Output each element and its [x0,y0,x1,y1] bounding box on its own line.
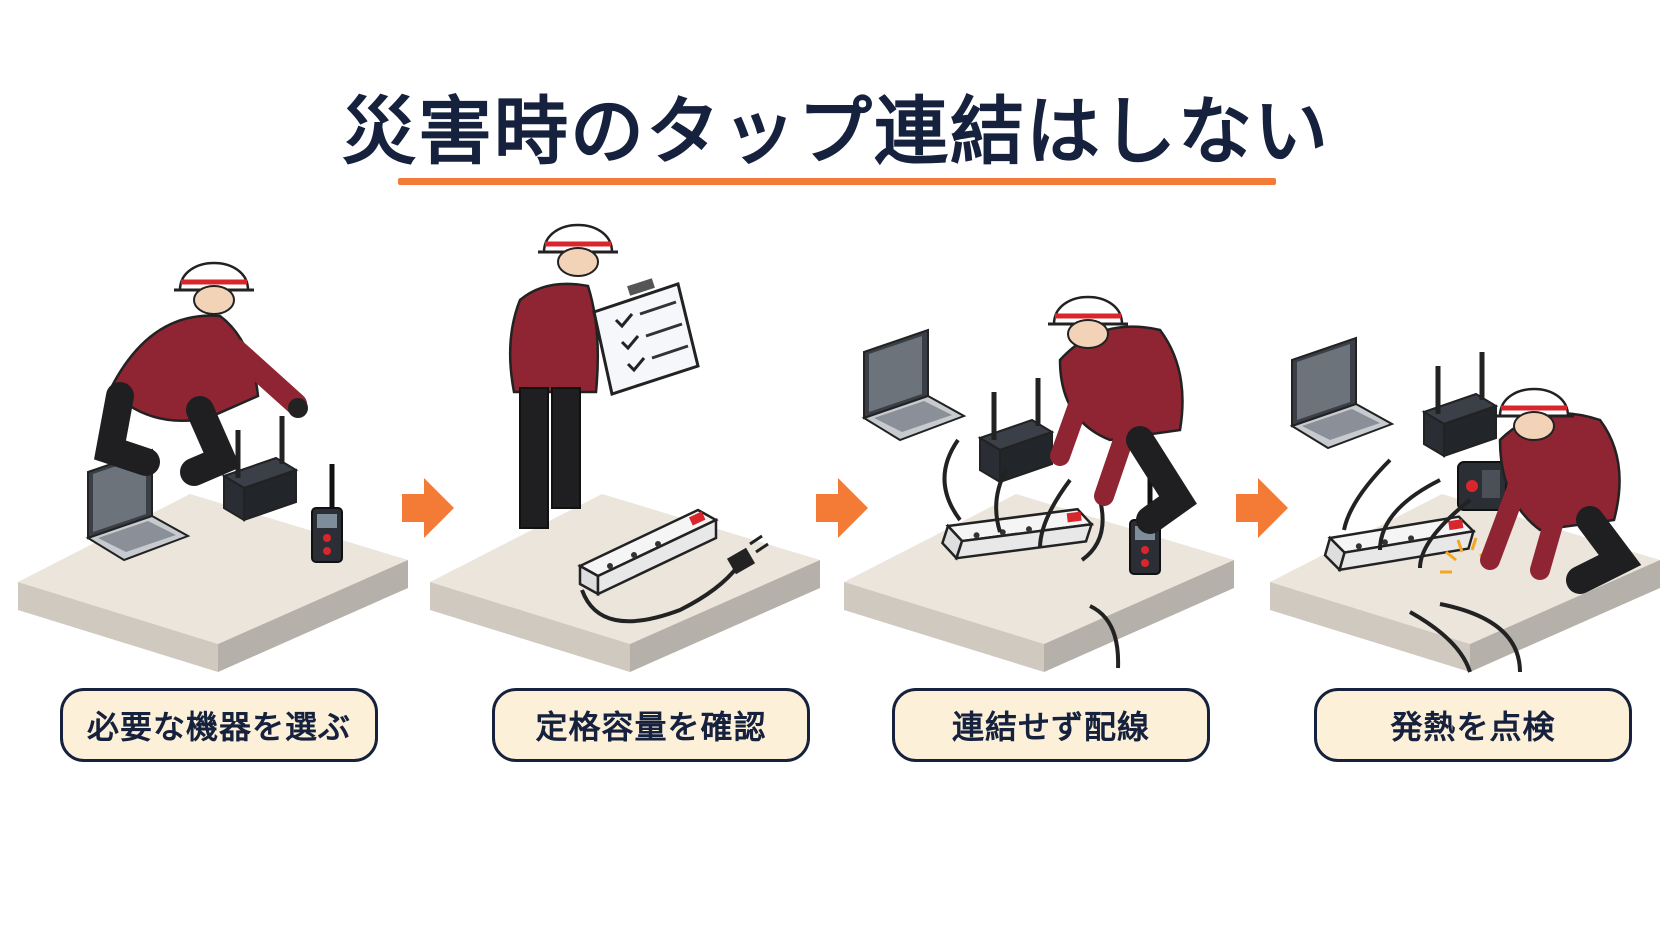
worker-standing-icon [508,225,618,529]
plug-icon [726,534,769,575]
arrow-right-icon [1236,478,1288,538]
step-2-label: 定格容量を確認 [492,688,810,762]
step-3-scene [844,297,1234,672]
heat-spark-icon [1440,537,1491,574]
step-4-scene [1270,337,1660,673]
arrow-right-icon [816,478,868,538]
laptop-icon [1291,337,1393,449]
step-3-label: 連結せず配線 [892,688,1210,762]
clipboard-checklist-icon [592,278,700,396]
router-icon [980,378,1052,482]
worker-kneeling-icon [1480,389,1642,594]
worker-kneeling-icon [1048,297,1197,534]
title-underline [398,178,1276,185]
laptop-icon [863,329,965,441]
step-2-scene [430,225,820,672]
step-1-label: 必要な機器を選ぶ [60,688,378,762]
page-title: 災害時のタップ連結はしない [342,89,1330,175]
step-4-label: 発熱を点検 [1314,688,1632,762]
worker-kneeling-icon [94,263,308,486]
arrow-right-icon [402,478,454,538]
radio-icon [1457,461,1507,511]
router-icon [1424,352,1496,456]
step-1-scene [18,263,408,672]
radio-icon [312,464,342,562]
